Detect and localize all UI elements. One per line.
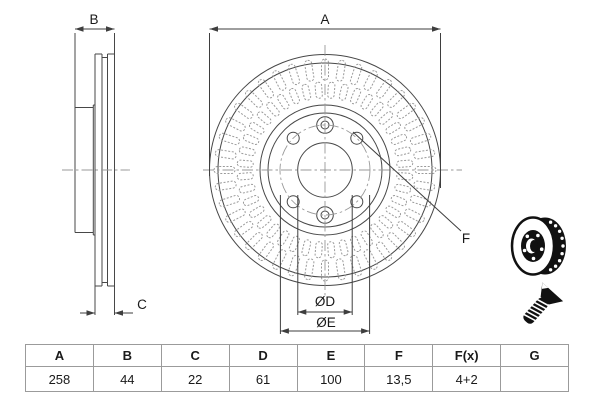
col-header-e: E: [296, 344, 366, 367]
bolt-hole: [286, 131, 300, 145]
bolt-hole: [350, 195, 364, 209]
dim-label-a: A: [320, 12, 329, 27]
col-header-c: C: [160, 344, 230, 367]
dim-label-b: B: [89, 12, 98, 27]
dimension-arrows: [75, 26, 441, 334]
dimension-table: A B C D E F F(x) G 258 44 22 61 100 13,5…: [25, 344, 569, 392]
col-header-fx: F(x): [432, 344, 502, 367]
value-c: 22: [160, 366, 230, 392]
centerlines: [203, 45, 462, 298]
col-header-a: A: [25, 344, 94, 367]
dim-label-c: C: [137, 297, 147, 312]
dim-label-d: ØD: [315, 294, 336, 309]
bolt-hole: [286, 195, 300, 209]
bolt-hole: [350, 131, 364, 145]
value-g: [500, 366, 569, 392]
value-f: 13,5: [364, 366, 434, 392]
table-value-row: 258 44 22 61 100 13,5 4+2: [25, 366, 569, 392]
bolt-circle: [279, 124, 371, 216]
dim-label-f: F: [462, 231, 470, 246]
col-header-g: G: [500, 344, 569, 367]
col-header-b: B: [92, 344, 162, 367]
brake-disc-icon: [510, 216, 566, 276]
col-header-d: D: [228, 344, 298, 367]
value-e: 100: [296, 366, 366, 392]
value-a: 258: [25, 366, 94, 392]
side-view: [74, 33, 115, 315]
countersunk-screw-icon: [523, 282, 564, 324]
dim-label-e: ØE: [316, 315, 336, 330]
col-header-f: F: [364, 344, 434, 367]
technical-drawing: A B C ØD ØE F: [62, 12, 566, 334]
value-d: 61: [228, 366, 298, 392]
value-b: 44: [92, 366, 162, 392]
dimension-lines: [75, 28, 462, 334]
dimension-labels: A B C ØD ØE F: [89, 12, 470, 330]
value-fx: 4+2: [432, 366, 502, 392]
table-header-row: A B C D E F F(x) G: [25, 344, 569, 367]
